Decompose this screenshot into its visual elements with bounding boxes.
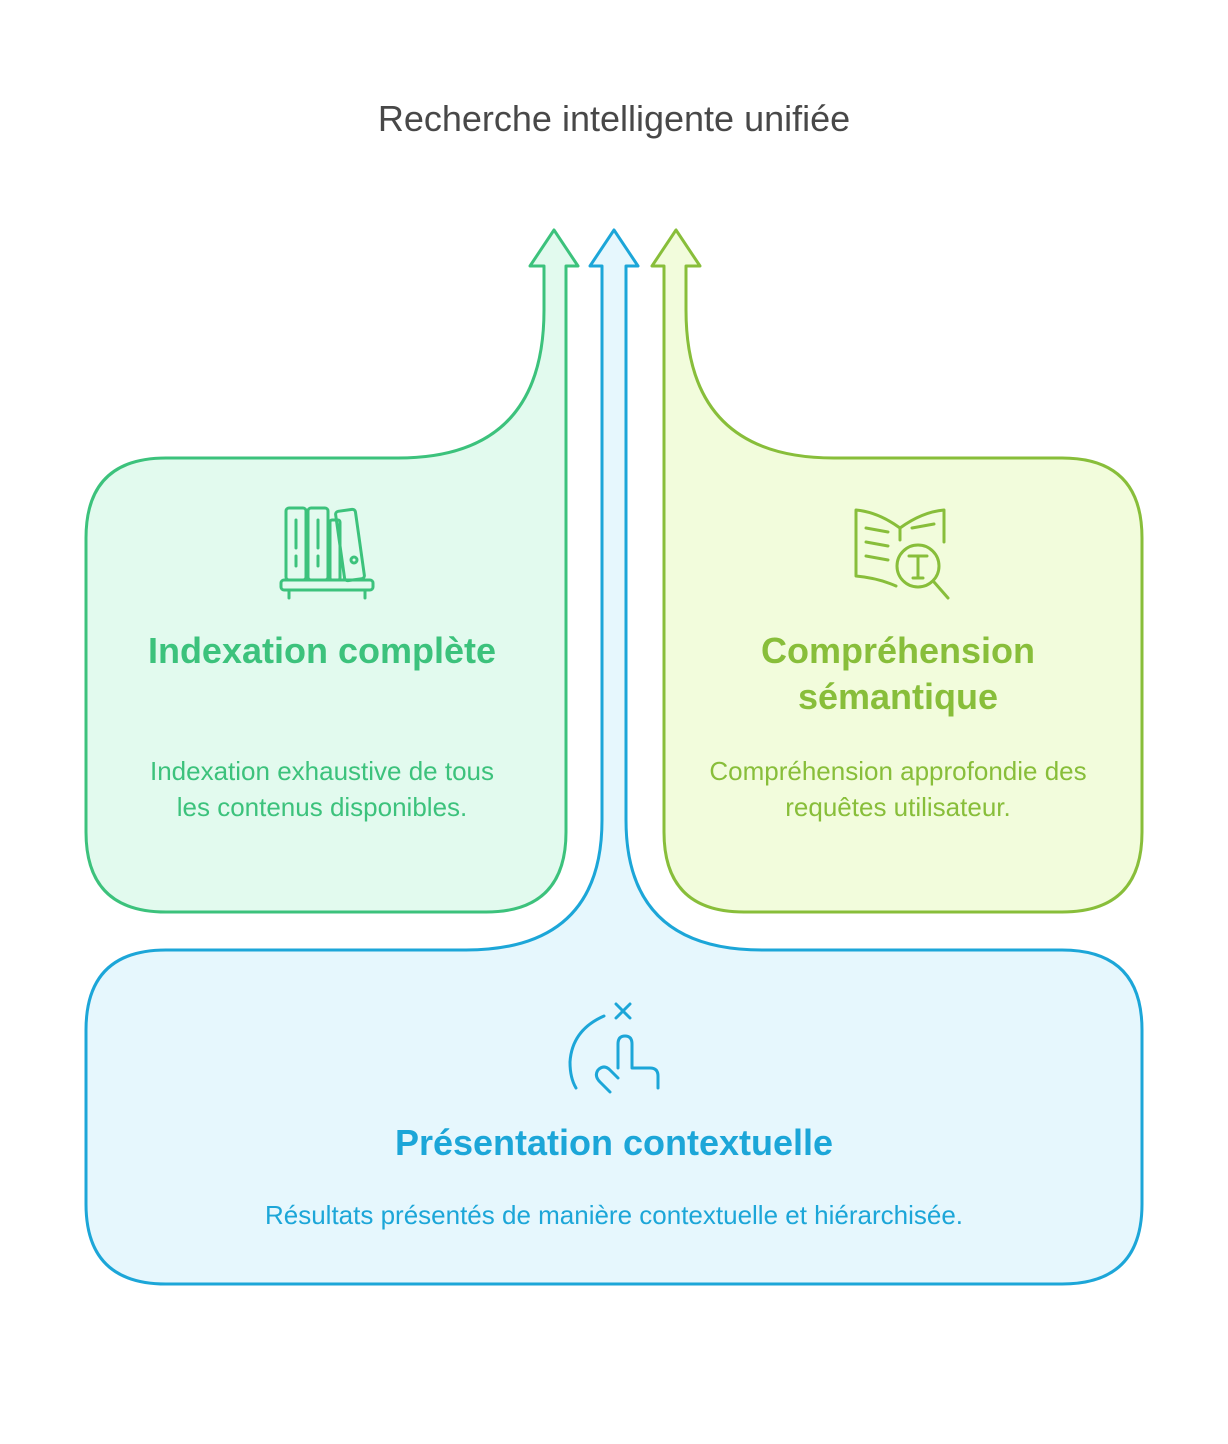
tap-gesture-icon bbox=[568, 1002, 660, 1094]
indexation-title: Indexation complète bbox=[147, 630, 497, 671]
diagram-title: Recherche intelligente unifiée bbox=[377, 98, 851, 139]
indexation-card bbox=[84, 228, 580, 914]
books-icon bbox=[279, 506, 375, 600]
semantique-description: Compréhension approfondie des requêtes u… bbox=[709, 756, 1087, 822]
semantique-title: Compréhension sémantique bbox=[760, 630, 1036, 717]
presentation-description: Résultats présentés de manière contextue… bbox=[264, 1200, 964, 1230]
indexation-description: Indexation exhaustive de tous les conten… bbox=[149, 756, 495, 822]
presentation-card bbox=[84, 228, 1144, 1286]
presentation-title: Présentation contextuelle bbox=[394, 1122, 834, 1163]
book-search-icon bbox=[854, 508, 950, 600]
